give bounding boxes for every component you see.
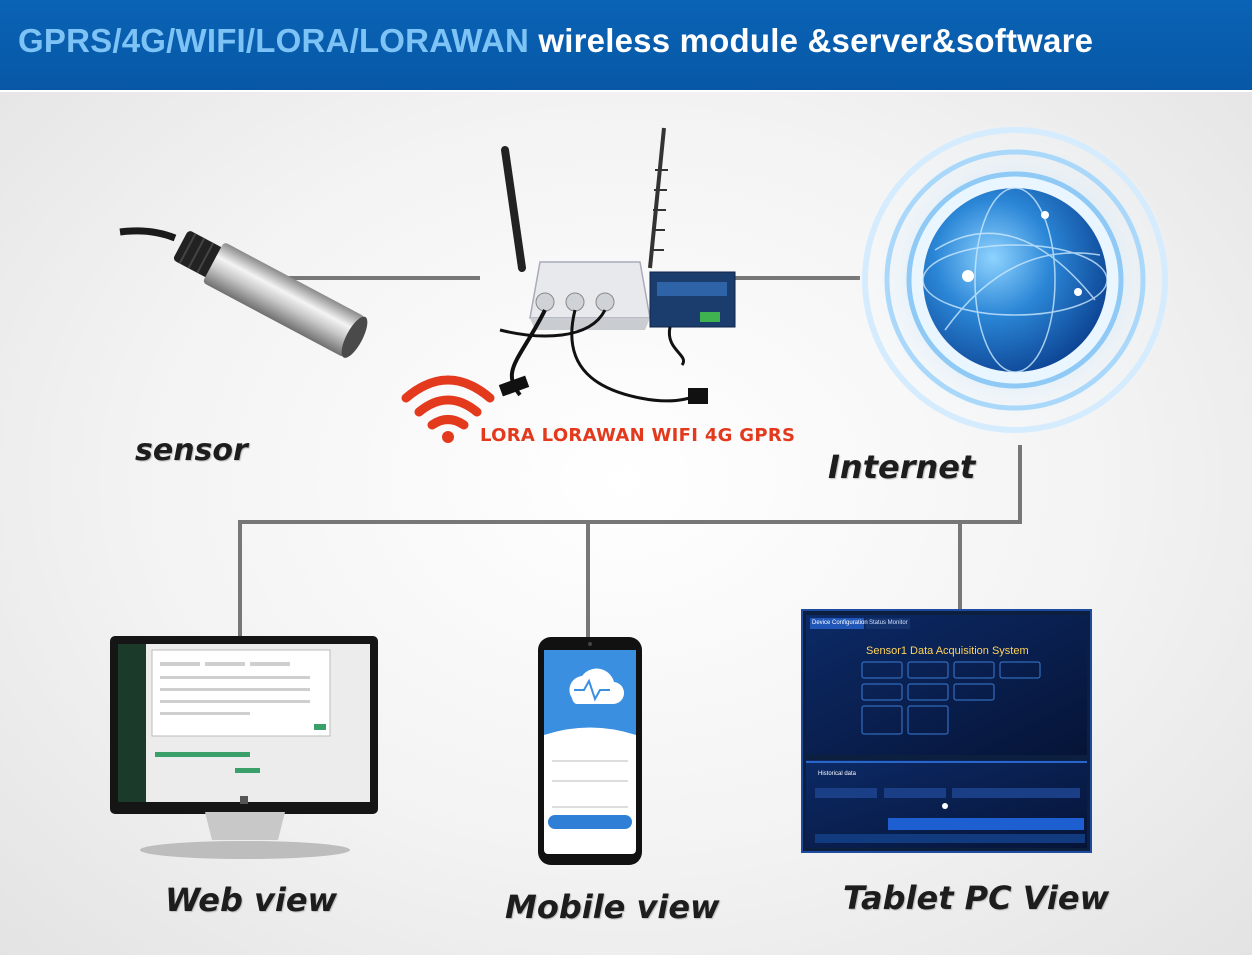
sensor-probe-icon bbox=[119, 227, 368, 358]
mobile-view-label: Mobile view bbox=[505, 888, 720, 926]
internet-label: Internet bbox=[828, 448, 976, 486]
tablet-view-label: Tablet PC View bbox=[843, 879, 1110, 917]
tablet-tab-monitor: Status Monitor bbox=[869, 620, 908, 626]
header-banner: GPRS/4G/WIFI/LORA/LORAWAN wireless modul… bbox=[0, 0, 1252, 90]
tablet-historical-data: Historical data bbox=[818, 771, 857, 777]
smartphone-icon bbox=[538, 637, 642, 865]
globe-icon bbox=[855, 120, 1175, 440]
tablet-icon bbox=[801, 609, 1092, 853]
monitor-icon bbox=[110, 636, 378, 859]
web-view-label: Web view bbox=[165, 881, 338, 919]
tablet-tab-config: Device Configuration bbox=[812, 620, 868, 626]
sensor-label: sensor bbox=[135, 433, 248, 468]
protocol-label: LORA LORAWAN WIFI 4G GPRS bbox=[480, 425, 796, 446]
header-title-highlight: GPRS/4G/WIFI/LORA/LORAWAN bbox=[18, 22, 530, 59]
wifi-signal-icon bbox=[401, 375, 495, 443]
tablet-system-title: Sensor1 Data Acquisition System bbox=[866, 645, 1029, 657]
line-internet-web bbox=[238, 445, 1022, 640]
header-title: GPRS/4G/WIFI/LORA/LORAWAN wireless modul… bbox=[18, 22, 1093, 60]
connector-lines bbox=[238, 276, 1022, 640]
header-title-rest: wireless module &server&software bbox=[529, 22, 1094, 59]
gateway-device-icon bbox=[498, 127, 736, 404]
